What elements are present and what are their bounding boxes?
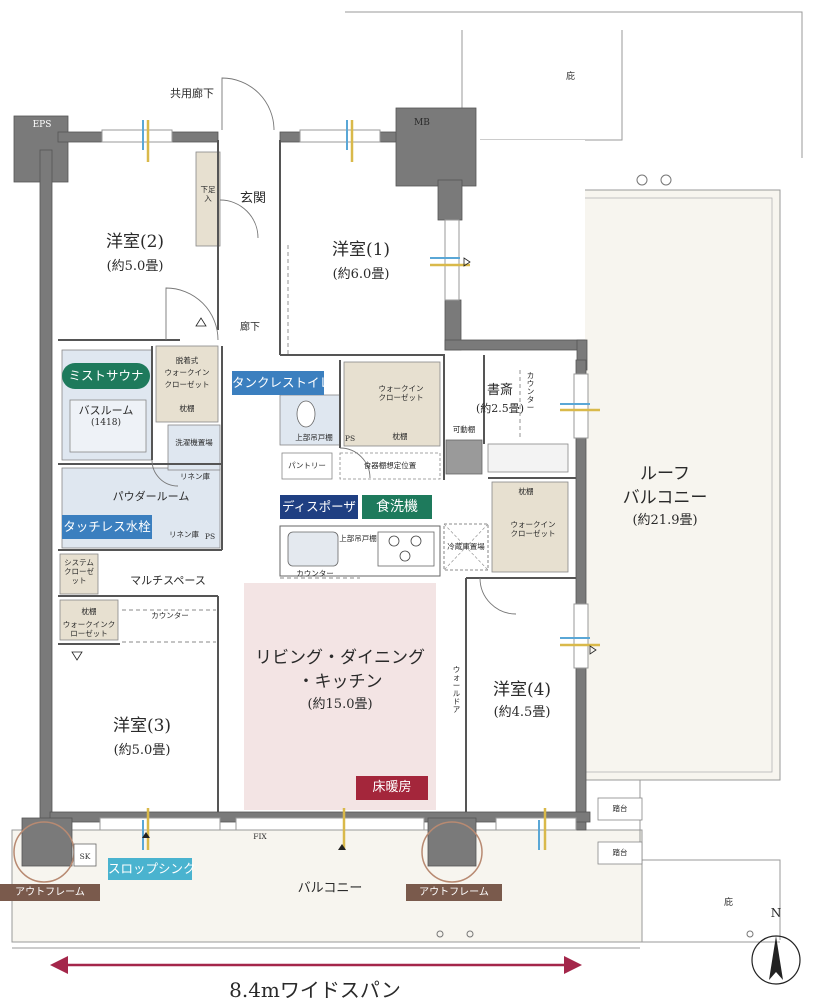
sk-label: SK: [79, 852, 91, 861]
wide-span-label: 8.4mワイドスパン: [229, 978, 401, 1002]
outframe-circle-right: [421, 821, 483, 883]
study-name: 書斎: [486, 383, 513, 398]
shelf-room4-label: 枕棚: [518, 487, 534, 496]
study-corner-floor: [440, 355, 585, 820]
disposer-badge: ディスポーザ: [280, 495, 358, 519]
upper-cabinet-kitchen-label: 上部吊戸棚: [339, 534, 377, 543]
dish-shelf-position: [339, 452, 441, 480]
touchless-faucet-badge: タッチレス水栓: [62, 515, 152, 539]
step-box-1: [597, 797, 643, 821]
shelf-center-label: 枕棚: [392, 432, 408, 441]
wide-span-arrow: [50, 956, 582, 974]
bathroom-size-label: (1418): [91, 418, 121, 428]
dishwasher-badge: 食洗機: [362, 495, 432, 519]
pantry-label: パントリー: [288, 461, 326, 470]
linen-top-label: リネン庫: [180, 472, 210, 481]
study-dark-box: [445, 439, 483, 475]
mb-label: MB: [414, 118, 430, 128]
shelf-room3-label: 枕棚: [81, 607, 97, 616]
ps-left-label: PS: [204, 532, 216, 541]
wall-door-label: ウォールドア: [452, 665, 461, 714]
north-label: N: [770, 906, 782, 920]
north-compass: [751, 935, 801, 985]
system-closet-label: システムクローゼット: [64, 558, 94, 585]
tankless-toilet-badge: タンクレストイレ: [232, 371, 332, 395]
changing-closet: [155, 345, 219, 423]
ldk-name-line1: リビング・ダイニング: [255, 648, 425, 668]
ldk-floor-heating-area: [244, 583, 436, 810]
kitchen-cooktop: [377, 531, 435, 567]
room1-size: (約6.0畳): [332, 267, 390, 282]
step-box-2: [597, 841, 643, 865]
toilet-icon: [296, 400, 316, 428]
room3-size: (約5.0畳): [113, 743, 171, 758]
shelf-changing-label: 枕棚: [179, 404, 195, 413]
balcony-area: [11, 829, 643, 943]
eps-label: EPS: [32, 120, 52, 130]
room3-name: 洋室(3): [112, 716, 172, 736]
pantry-shelf: [281, 452, 333, 480]
floor-heating-badge: 床暖房: [356, 776, 428, 800]
mist-sauna-badge: ミストサウナ: [62, 363, 150, 389]
fix-label: FIX: [253, 832, 267, 841]
walkin-closet-room3: [59, 599, 119, 641]
eaves-bottom-label: 庇: [724, 898, 734, 908]
slop-sink-box: [73, 843, 97, 867]
washer-label: 洗濯機置場: [175, 438, 213, 447]
room4-name: 洋室(4): [492, 680, 552, 700]
roof-balcony-line2: バルコニー: [622, 488, 708, 508]
ldk-name-line2: ・キッチン: [297, 672, 383, 692]
study-size: (約2.5畳): [475, 402, 525, 415]
walkin-closet-center: [343, 361, 441, 447]
dish-shelf-label: 食器棚想定位置: [363, 461, 417, 470]
multi-space-label: マルチスペース: [130, 574, 206, 587]
ldk-size: (約15.0畳): [307, 697, 373, 712]
changing-walkin-line3: クローゼット: [164, 380, 210, 389]
shoe-closet: [195, 151, 221, 247]
room4-size: (約4.5畳): [493, 705, 551, 720]
counter-multi-label: カウンター: [151, 611, 189, 620]
outframe-right-badge: アウトフレーム: [406, 884, 502, 901]
room2-size: (約5.0畳): [106, 259, 164, 274]
balcony-label: バルコニー: [297, 881, 363, 896]
walkin-closet-center-label: ウォークインクローゼット: [378, 384, 424, 402]
bathroom-label: バスルーム: [78, 404, 134, 417]
slop-sink-badge: スロップシンク: [108, 858, 196, 880]
ps-center-label: PS: [344, 434, 356, 443]
eaves-top-label: 庇: [566, 72, 576, 82]
outframe-left-badge: アウトフレーム: [0, 884, 100, 901]
study-shelf: [487, 443, 569, 473]
common-corridor-label: 共用廊下: [170, 87, 214, 100]
room2-name: 洋室(2): [105, 232, 165, 252]
kitchen-counter-label: カウンター: [296, 569, 334, 578]
system-closet: [59, 553, 99, 595]
step-1-label: 踏台: [612, 804, 628, 813]
walkin-closet-room3-label: ウォークインクローゼット: [62, 620, 116, 638]
fridge-label: 冷蔵庫置場: [447, 542, 485, 551]
step-2-label: 踏台: [612, 848, 628, 857]
roof-balcony-line1: ルーフ: [640, 464, 690, 484]
kitchen-sink: [287, 531, 339, 567]
roof-balcony-size: (約21.9畳): [632, 513, 698, 528]
changing-walkin-line1: 脱着式: [175, 356, 199, 365]
walkin-closet-room4-label: ウォークインクローゼット: [510, 520, 556, 538]
changing-walkin-line2: ウォークイン: [164, 368, 210, 377]
entrance-label: 玄関: [240, 191, 267, 206]
room1-name: 洋室(1): [331, 240, 391, 260]
movable-shelf-label: 可動棚: [452, 425, 476, 434]
mb-block: [395, 107, 477, 187]
hallway-label: 廊下: [240, 322, 260, 333]
linen-bottom-label: リネン庫: [169, 530, 199, 539]
washer-floor: [167, 424, 221, 471]
right-outframe-pillar: [427, 817, 477, 867]
study-counter-label: カウンター: [526, 371, 535, 412]
powder-room-label: パウダールーム: [112, 490, 190, 503]
shoe-closet-label: 下足入: [200, 185, 216, 203]
upper-cabinet-toilet-label: 上部吊戸棚: [295, 433, 333, 442]
walkin-closet-room4: [491, 481, 569, 573]
bathtub: [69, 399, 147, 453]
